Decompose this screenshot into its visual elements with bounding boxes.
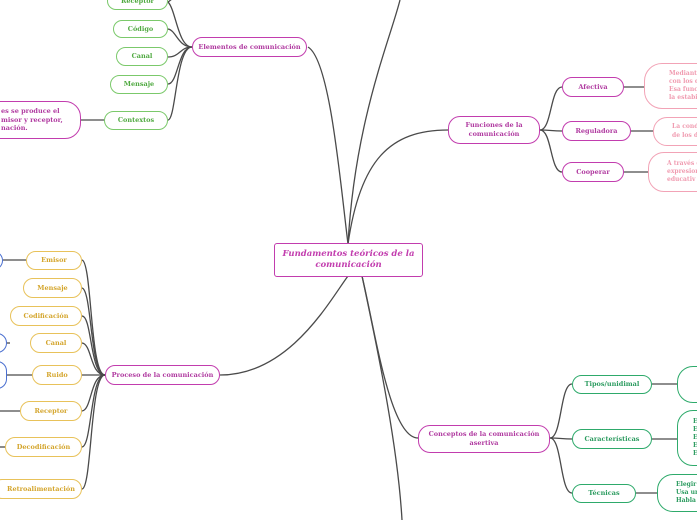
branch-elementos-comunicacion[interactable]: Elementos de comunicación [192,37,307,57]
afectiva-detail[interactable]: Mediante con los d Esa func la estabil [644,63,697,109]
proceso-item-decodificacion[interactable]: Decodificación [5,437,82,457]
elementos-item-receptor[interactable]: Receptor [107,0,168,10]
branch-conceptos-comunicacion-asertiva[interactable]: Conceptos de la comunicación asertiva [418,425,550,453]
contextos-detail[interactable]: es se produce el misor y receptor, nació… [0,101,81,139]
conceptos-item-tipos[interactable]: Tipos/unidimal [572,375,652,394]
funciones-item-reguladora[interactable]: Reguladora [562,121,631,141]
proceso-item-canal[interactable]: Canal [30,333,82,353]
conceptos-item-tecnicas[interactable]: Técnicas [572,484,636,503]
proceso-item-emisor[interactable]: Emisor [26,251,82,270]
elementos-item-codigo[interactable]: Código [113,20,168,38]
elementos-item-contextos[interactable]: Contextos [104,111,168,130]
proceso-item-ruido[interactable]: Ruido [32,365,82,385]
cooperar-detail[interactable]: A través d expresion educativ [648,152,697,192]
caracteristicas-detail[interactable]: E E E E E [677,410,697,466]
proceso-item-retroalimentacion[interactable]: Retroalimentación [0,479,82,499]
conceptos-item-caracteristicas[interactable]: Características [572,429,652,449]
reguladora-detail[interactable]: La cond de los d [653,117,697,146]
proceso-item-receptor[interactable]: Receptor [20,401,82,421]
elementos-item-canal[interactable]: Canal [116,47,168,66]
branch-proceso-comunicacion[interactable]: Proceso de la comunicación [105,365,220,385]
elementos-item-mensaje[interactable]: Mensaje [110,75,168,94]
branch-funciones-comunicacion[interactable]: Funciones de la comunicación [448,116,540,144]
proceso-item-codificacion[interactable]: Codificación [10,306,82,326]
funciones-item-cooperar[interactable]: Cooperar [562,162,624,182]
tipos-detail-stub[interactable] [677,366,697,403]
tecnicas-detail[interactable]: Elegir Usa un Habla [657,474,697,512]
proceso-item-mensaje[interactable]: Mensaje [23,278,82,298]
funciones-item-afectiva[interactable]: Afectiva [562,77,624,97]
central-topic[interactable]: Fundamentos teóricos de la comunicación [274,243,423,277]
